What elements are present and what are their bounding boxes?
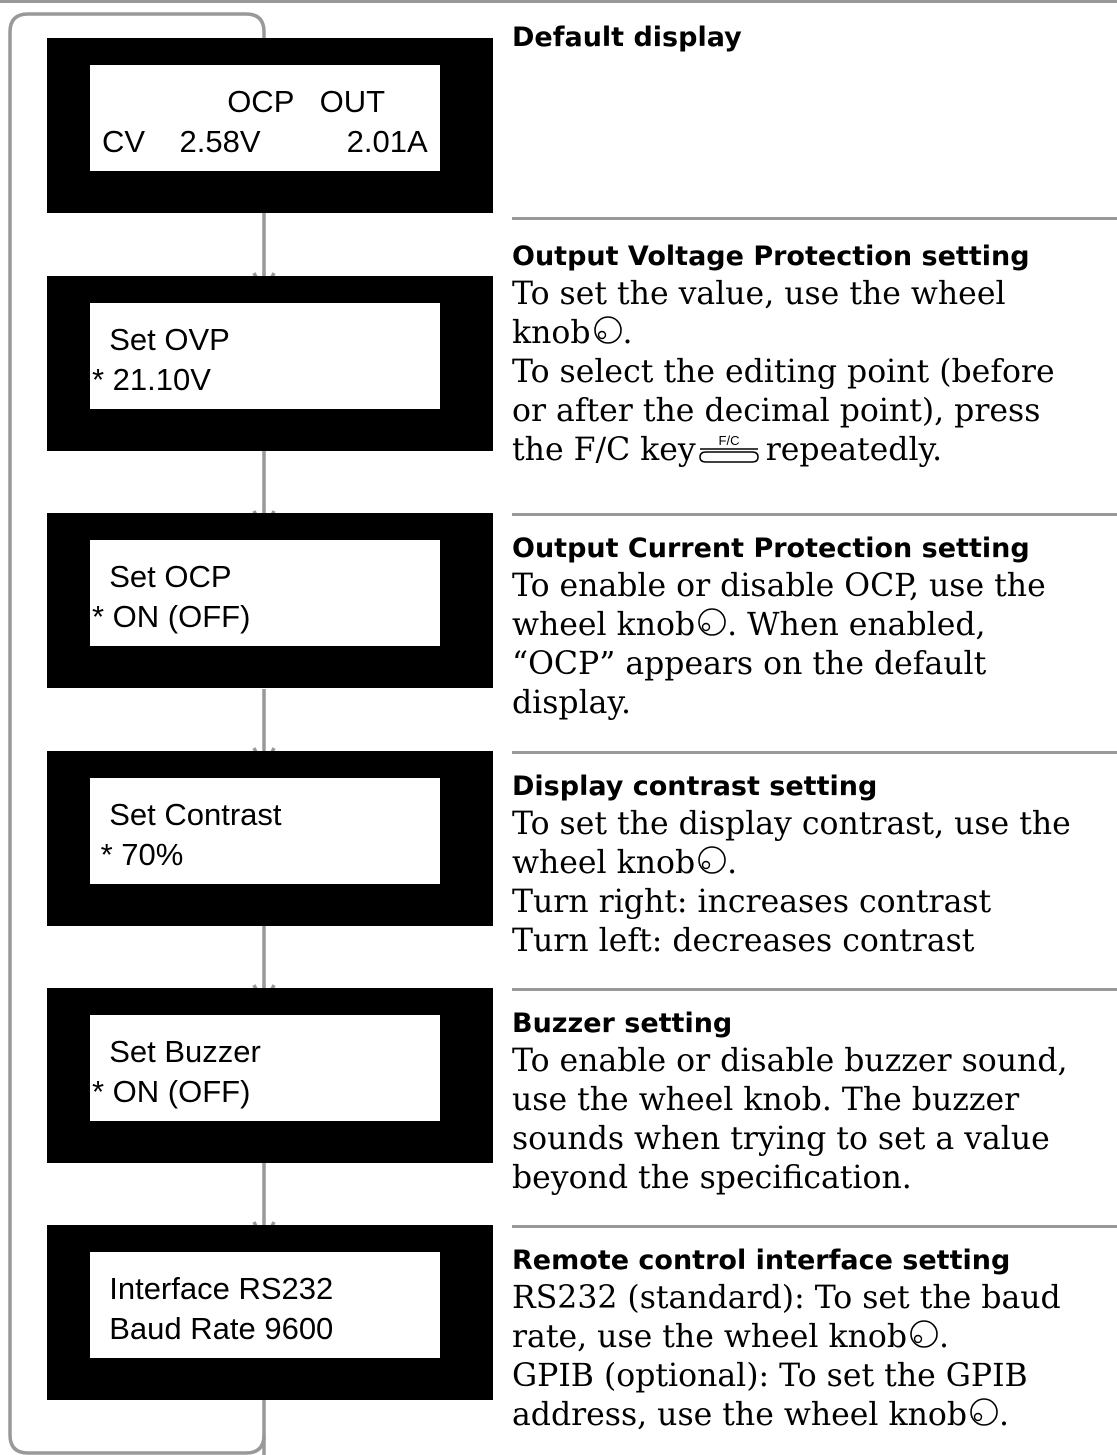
lcd-line-2: Baud Rate 9600: [92, 1311, 334, 1346]
section-buzzer: Buzzer setting To enable or disable buzz…: [512, 1006, 1117, 1198]
text-span: wheel knob: [512, 845, 696, 881]
lcd-line-1: Interface RS232: [92, 1271, 334, 1306]
lcd-screen: Set Buzzer * ON (OFF): [90, 1015, 440, 1121]
lcd-line-1: Set OVP: [92, 322, 230, 357]
text-line: To enable or disable buzzer sound,: [512, 1043, 1068, 1079]
text-line: To enable or disable OCP, use the: [512, 568, 1046, 604]
text-line: GPIB (optional): To set the GPIB: [512, 1358, 1028, 1394]
lcd-screen: Set OVP * 21.10V: [90, 303, 440, 409]
text-line: display.: [512, 685, 632, 721]
section-default-display: Default display: [512, 20, 1117, 56]
lcd-line-1: OCP OUT: [98, 84, 386, 119]
fc-key-icon: F/C: [698, 434, 759, 463]
text-line: To set the display contrast, use the: [512, 806, 1071, 842]
text-span: wheel knob: [512, 607, 696, 643]
wheel-knob-icon: [970, 1398, 998, 1426]
section-divider: [512, 988, 1117, 991]
text-line: “OCP” appears on the default: [512, 646, 987, 682]
text-line: beyond the specification.: [512, 1160, 912, 1196]
lcd-contrast-display: Set Contrast * 70%: [47, 751, 493, 926]
lcd-line-1: Set Contrast: [92, 797, 282, 832]
key-label: F/C: [718, 434, 739, 448]
lcd-ovp-display: Set OVP * 21.10V: [47, 276, 493, 451]
text-line: Turn right: increases contrast: [512, 884, 992, 920]
section-title: Default display: [512, 22, 742, 53]
section-divider: [512, 217, 1117, 220]
text-span: .: [622, 315, 633, 351]
text-line: rate, use the wheel knob.: [512, 1318, 1117, 1357]
section-ovp: Output Voltage Protection setting To set…: [512, 239, 1117, 470]
section-divider: [512, 751, 1117, 754]
section-divider: [512, 513, 1117, 516]
lcd-line-2: * 70%: [92, 837, 184, 872]
section-contrast: Display contrast setting To set the disp…: [512, 769, 1117, 961]
wheel-knob-icon: [593, 316, 622, 344]
text-span: .: [999, 1397, 1010, 1433]
text-line: RS232 (standard): To set the baud: [512, 1280, 1061, 1316]
text-line: knob.: [512, 314, 1117, 353]
lcd-line-2: CV 2.58V 2.01A: [102, 124, 428, 159]
section-ocp: Output Current Protection setting To ena…: [512, 531, 1117, 723]
lcd-line-2: * ON (OFF): [92, 599, 251, 634]
text-span: address, use the wheel knob: [512, 1397, 967, 1433]
lcd-screen: OCP OUT CV 2.58V 2.01A: [90, 65, 440, 171]
text-line: address, use the wheel knob.: [512, 1396, 1117, 1435]
lcd-ocp-display: Set OCP * ON (OFF): [47, 513, 493, 688]
lcd-screen: Interface RS232 Baud Rate 9600: [90, 1252, 440, 1358]
lcd-line-1: Set Buzzer: [92, 1034, 261, 1069]
section-remote-interface: Remote control interface setting RS232 (…: [512, 1243, 1117, 1435]
loop-back-connector: [8, 12, 266, 1455]
text-line: wheel knob . When enabled,: [512, 606, 1117, 645]
lcd-line-2: * ON (OFF): [92, 1074, 251, 1109]
text-line: wheel knob.: [512, 844, 1117, 883]
text-line: To set the value, use the wheel: [512, 276, 1006, 312]
wheel-knob-icon: [698, 846, 726, 874]
lcd-line-2: * 21.10V: [92, 362, 211, 397]
lcd-buzzer-display: Set Buzzer * ON (OFF): [47, 988, 493, 1163]
text-span: knob: [512, 315, 591, 351]
text-line: To select the editing point (before: [512, 354, 1055, 390]
text-line: use the wheel knob. The buzzer: [512, 1082, 1020, 1118]
text-line: the F/C key F/C repeatedly.: [512, 431, 1117, 470]
section-title: Buzzer setting: [512, 1008, 733, 1039]
lcd-line-1: Set OCP: [92, 559, 232, 594]
text-line: Turn left: decreases contrast: [512, 923, 975, 959]
section-title: Output Voltage Protection setting: [512, 241, 1030, 272]
section-title: Remote control interface setting: [512, 1245, 1011, 1276]
text-span: .: [939, 1319, 950, 1355]
text-span: repeatedly.: [765, 432, 943, 468]
text-line: or after the decimal point), press: [512, 393, 1041, 429]
lcd-interface-display: Interface RS232 Baud Rate 9600: [47, 1225, 493, 1400]
section-divider: [512, 1225, 1117, 1228]
text-span: .: [727, 845, 738, 881]
text-span: . When enabled,: [727, 607, 986, 643]
section-title: Output Current Protection setting: [512, 533, 1030, 564]
lcd-default-display: OCP OUT CV 2.58V 2.01A: [47, 38, 493, 213]
lcd-screen: Set OCP * ON (OFF): [90, 540, 440, 646]
text-span: rate, use the wheel knob: [512, 1319, 907, 1355]
text-span: the F/C key: [512, 432, 696, 468]
wheel-knob-icon: [698, 608, 726, 636]
lcd-screen: Set Contrast * 70%: [90, 778, 440, 884]
wheel-knob-icon: [910, 1320, 938, 1348]
text-line: sounds when trying to set a value: [512, 1121, 1050, 1157]
section-title: Display contrast setting: [512, 771, 878, 802]
